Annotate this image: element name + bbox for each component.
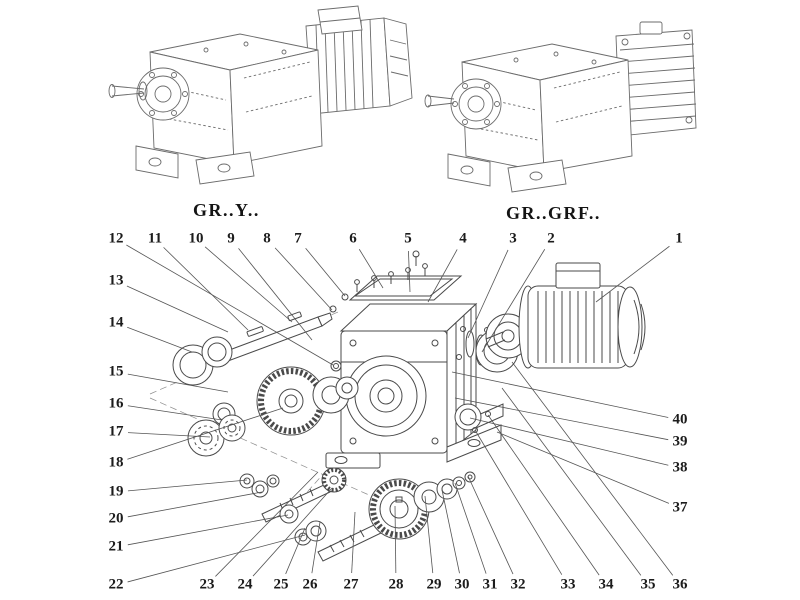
callout-34: 34 xyxy=(597,576,615,593)
leader-line-7 xyxy=(305,248,346,297)
callout-2: 2 xyxy=(546,230,556,247)
callout-26: 26 xyxy=(301,576,319,593)
leader-line-24 xyxy=(252,487,333,577)
gearbox-housing xyxy=(325,302,504,469)
leader-line-3 xyxy=(467,249,509,339)
leader-line-22 xyxy=(127,534,306,583)
leader-line-15 xyxy=(127,373,229,393)
leader-line-8 xyxy=(274,247,333,311)
leader-line-19 xyxy=(127,479,248,492)
leader-line-25 xyxy=(285,527,306,575)
leader-line-38 xyxy=(469,417,669,466)
leader-line-40 xyxy=(451,371,669,418)
leader-line-6 xyxy=(358,249,384,289)
variant-label-gr-grf: GR..GRF.. xyxy=(506,203,601,223)
leader-line-34 xyxy=(487,414,600,576)
leader-line-14 xyxy=(127,326,193,353)
callout-30: 30 xyxy=(453,576,471,593)
leader-line-18 xyxy=(127,407,284,460)
callout-16: 16 xyxy=(107,395,125,412)
leader-line-26 xyxy=(311,521,321,574)
electric-motor xyxy=(485,262,646,369)
leader-line-35 xyxy=(501,387,642,576)
leader-line-2 xyxy=(481,249,546,353)
callout-12: 12 xyxy=(107,230,125,247)
leader-line-33 xyxy=(474,429,563,575)
callout-11: 11 xyxy=(146,230,164,247)
leader-line-13 xyxy=(126,285,229,333)
callout-37: 37 xyxy=(671,499,689,516)
callout-15: 15 xyxy=(107,363,125,380)
callout-20: 20 xyxy=(107,510,125,527)
callout-7: 7 xyxy=(293,230,303,247)
callout-33: 33 xyxy=(559,576,577,593)
callout-36: 36 xyxy=(671,576,689,593)
gr-grf-illustration xyxy=(424,21,697,193)
callout-9: 9 xyxy=(226,230,236,247)
leader-line-29 xyxy=(424,495,434,574)
leader-line-36 xyxy=(511,361,674,576)
callout-32: 32 xyxy=(509,576,527,593)
first-stage-gear-parts xyxy=(256,366,359,436)
leader-line-5 xyxy=(408,250,411,293)
callout-8: 8 xyxy=(262,230,272,247)
callout-24: 24 xyxy=(236,576,254,593)
leader-line-30 xyxy=(441,489,460,574)
callout-25: 25 xyxy=(272,576,290,593)
leader-line-4 xyxy=(427,249,458,303)
callout-leader-lines xyxy=(126,244,674,583)
leader-line-11 xyxy=(163,247,249,331)
input-shaft-parts xyxy=(172,311,333,457)
callout-19: 19 xyxy=(107,483,125,500)
gr-y-illustration xyxy=(108,5,413,185)
leader-line-28 xyxy=(394,505,397,574)
output-shaft-parts xyxy=(294,471,476,562)
leader-line-37 xyxy=(496,431,670,504)
callout-21: 21 xyxy=(107,538,125,555)
callout-22: 22 xyxy=(107,576,125,593)
top-cover-and-bolts xyxy=(329,250,463,313)
callout-10: 10 xyxy=(187,230,205,247)
callout-3: 3 xyxy=(508,230,518,247)
leader-line-39 xyxy=(454,397,669,441)
callout-40: 40 xyxy=(671,411,689,428)
leader-line-27 xyxy=(351,511,356,574)
callout-28: 28 xyxy=(387,576,405,593)
callout-35: 35 xyxy=(639,576,657,593)
leader-line-31 xyxy=(454,482,487,574)
leader-line-21 xyxy=(127,514,289,546)
callout-31: 31 xyxy=(481,576,499,593)
callout-5: 5 xyxy=(403,230,413,247)
intermediate-shaft-parts xyxy=(239,467,347,524)
leader-line-10 xyxy=(204,246,293,323)
callout-23: 23 xyxy=(198,576,216,593)
leader-line-23 xyxy=(215,471,319,577)
callout-18: 18 xyxy=(107,454,125,471)
callout-17: 17 xyxy=(107,423,125,440)
leader-line-16 xyxy=(127,405,223,421)
callout-1: 1 xyxy=(674,230,684,247)
leader-line-9 xyxy=(238,248,313,341)
leader-line-20 xyxy=(127,491,263,518)
callout-29: 29 xyxy=(425,576,443,593)
callout-14: 14 xyxy=(107,314,125,331)
variant-label-gr-y: GR..Y.. xyxy=(193,200,260,220)
callout-38: 38 xyxy=(671,459,689,476)
callout-27: 27 xyxy=(342,576,360,593)
callout-13: 13 xyxy=(107,272,125,289)
leader-line-32 xyxy=(467,475,514,575)
callout-39: 39 xyxy=(671,433,689,450)
leader-line-12 xyxy=(126,244,334,366)
leader-line-1 xyxy=(595,245,670,303)
callout-4: 4 xyxy=(458,230,468,247)
callout-6: 6 xyxy=(348,230,358,247)
